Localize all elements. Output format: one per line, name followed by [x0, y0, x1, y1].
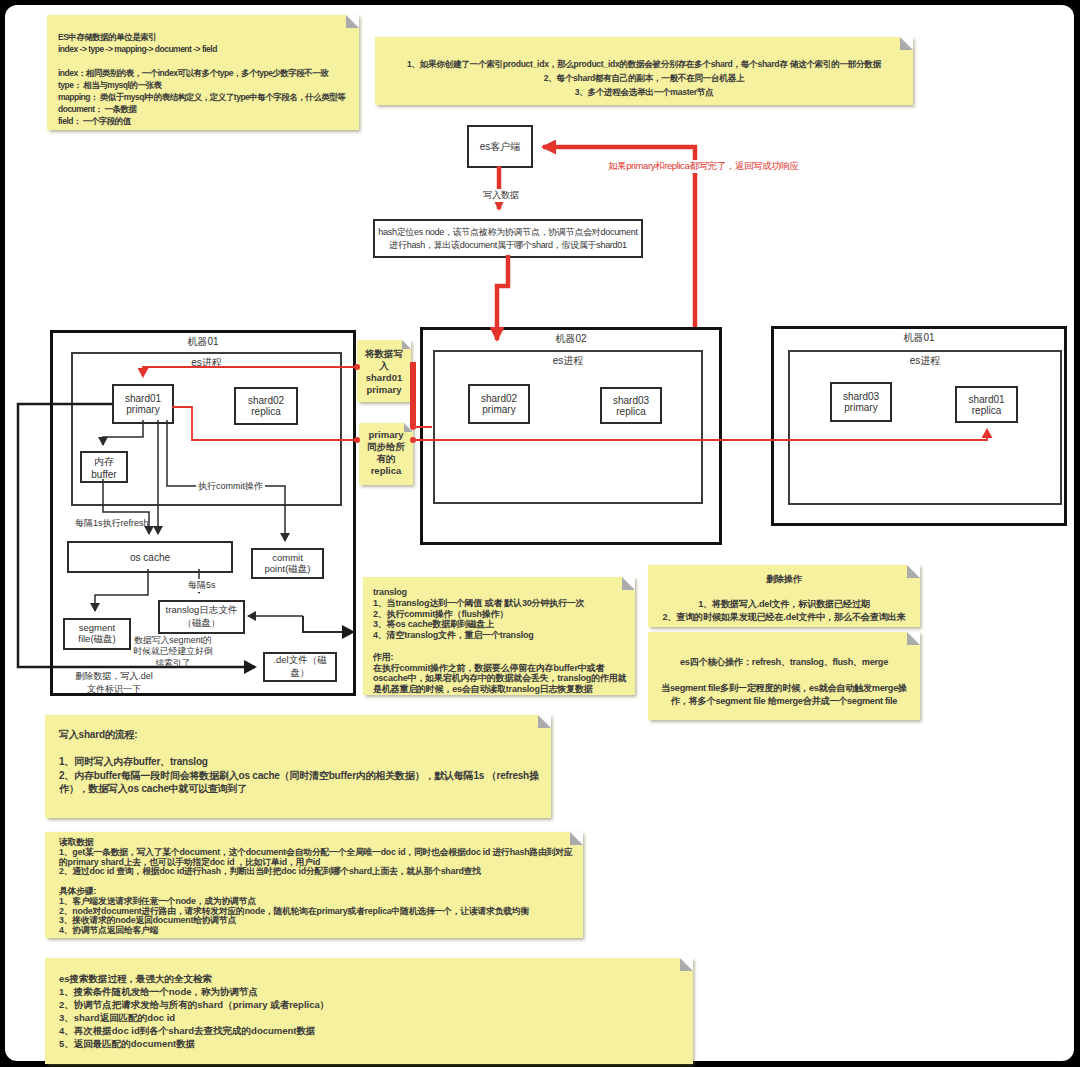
- note-core-ops-text: es四个核心操作：refresh、translog、flush、merge 当s…: [655, 656, 913, 708]
- note-sync-replica: primary 同步给所有的 replica: [359, 423, 413, 485]
- segment-file-box: segment file(磁盘): [63, 618, 131, 650]
- note-shards: 1、如果你创建了一个索引product_idx，那么product_idx的数据…: [375, 37, 913, 105]
- note-translog-text: translog 1、当translog达到一个阈值 或者 默认30分钟执行一次…: [373, 587, 629, 695]
- note-read-data-text: 读取数据 1、get某一条数据，写入了某个document，这个document…: [59, 838, 578, 936]
- diagram-paper: ES中存储数据的单位是索引 index -> type -> mapping->…: [5, 5, 1074, 1061]
- note-core-ops: es四个核心操作：refresh、translog、flush、merge 当s…: [648, 632, 920, 720]
- segment-built-label: 数据写入segment的 时候就已经建立好倒 排索引了: [129, 635, 217, 669]
- note-shards-text: 1、如果你创建了一个索引product_idx，那么product_idx的数据…: [382, 57, 906, 99]
- hash-node-box: hash定位es node，该节点被称为协调节点，协调节点会对document进…: [373, 219, 643, 258]
- shard03-primary-box: shard03 primary: [830, 382, 892, 422]
- note-write-flow-text: 写入shard的流程: 1、同时写入内存buffer、translog 2、内存…: [59, 728, 543, 796]
- note-delete-text: 删除操作 1、将数据写入.del文件，标识数据已经过期 2、查询的时候如果发现已…: [654, 573, 914, 623]
- note-search: es搜索数据过程，最强大的全文检索 1、搜索条件随机发给一个node，称为协调节…: [45, 958, 693, 1064]
- commit-point-box: commit point(磁盘): [251, 548, 324, 579]
- note-write-flow: 写入shard的流程: 1、同时写入内存buffer、translog 2、内存…: [45, 715, 551, 818]
- note-es-index: ES中存储数据的单位是索引 index -> type -> mapping->…: [47, 15, 359, 130]
- machine2-es-process: es进程: [433, 350, 703, 504]
- every-5s-label: 每隔5s: [186, 579, 218, 592]
- os-cache-box: os cache: [67, 541, 233, 573]
- response-label: 如果primary和replica都写完了，返回写成功响应: [606, 160, 801, 173]
- commit-op-label: 执行commit操作: [196, 480, 265, 493]
- delete-mark-label: 删除数据，写入.del 文件标识一下: [73, 670, 155, 696]
- machine3-es-process-title: es进程: [790, 355, 1060, 366]
- machine2-title: 机器02: [423, 333, 719, 344]
- shard01-replica-box: shard01 replica: [955, 386, 1018, 423]
- es-client-box: es客户端: [467, 125, 533, 168]
- note-write-primary-text: 将数据写入shard01 primary: [362, 348, 406, 396]
- shard03-replica-box: shard03 replica: [600, 387, 662, 424]
- shard02-replica-box: shard02 replica: [234, 387, 298, 425]
- translog-file-box: translog日志文件 （磁盘）: [158, 600, 245, 634]
- machine3-title: 机器01: [774, 332, 1064, 343]
- memory-buffer-box: 内存 buffer: [80, 451, 128, 483]
- machine2-es-process-title: es进程: [435, 355, 701, 366]
- note-translog: translog 1、当translog达到一个阈值 或者 默认30分钟执行一次…: [363, 577, 635, 695]
- machine1-title: 机器01: [53, 336, 353, 347]
- machine3-es-process: es进程: [788, 350, 1062, 505]
- shard02-primary-box: shard02 primary: [468, 384, 530, 424]
- note-delete: 删除操作 1、将数据写入.del文件，标识数据已经过期 2、查询的时候如果发现已…: [648, 565, 920, 627]
- note-search-text: es搜索数据过程，最强大的全文检索 1、搜索条件随机发给一个node，称为协调节…: [59, 972, 683, 1050]
- note-es-index-text: ES中存储数据的单位是索引 index -> type -> mapping->…: [58, 31, 359, 127]
- machine1-es-process-title: es进程: [73, 357, 340, 368]
- note-sync-replica-text: primary 同步给所有的 replica: [364, 429, 408, 477]
- shard01-primary-box: shard01 primary: [112, 384, 174, 424]
- note-read-data: 读取数据 1、get某一条数据，写入了某个document，这个document…: [45, 832, 583, 938]
- write-data-label: 写入数据: [481, 189, 521, 202]
- refresh-label: 每隔1s执行refresh: [75, 517, 149, 530]
- del-file-box: .del文件（磁盘）: [263, 652, 337, 682]
- note-write-primary: 将数据写入shard01 primary: [357, 340, 411, 402]
